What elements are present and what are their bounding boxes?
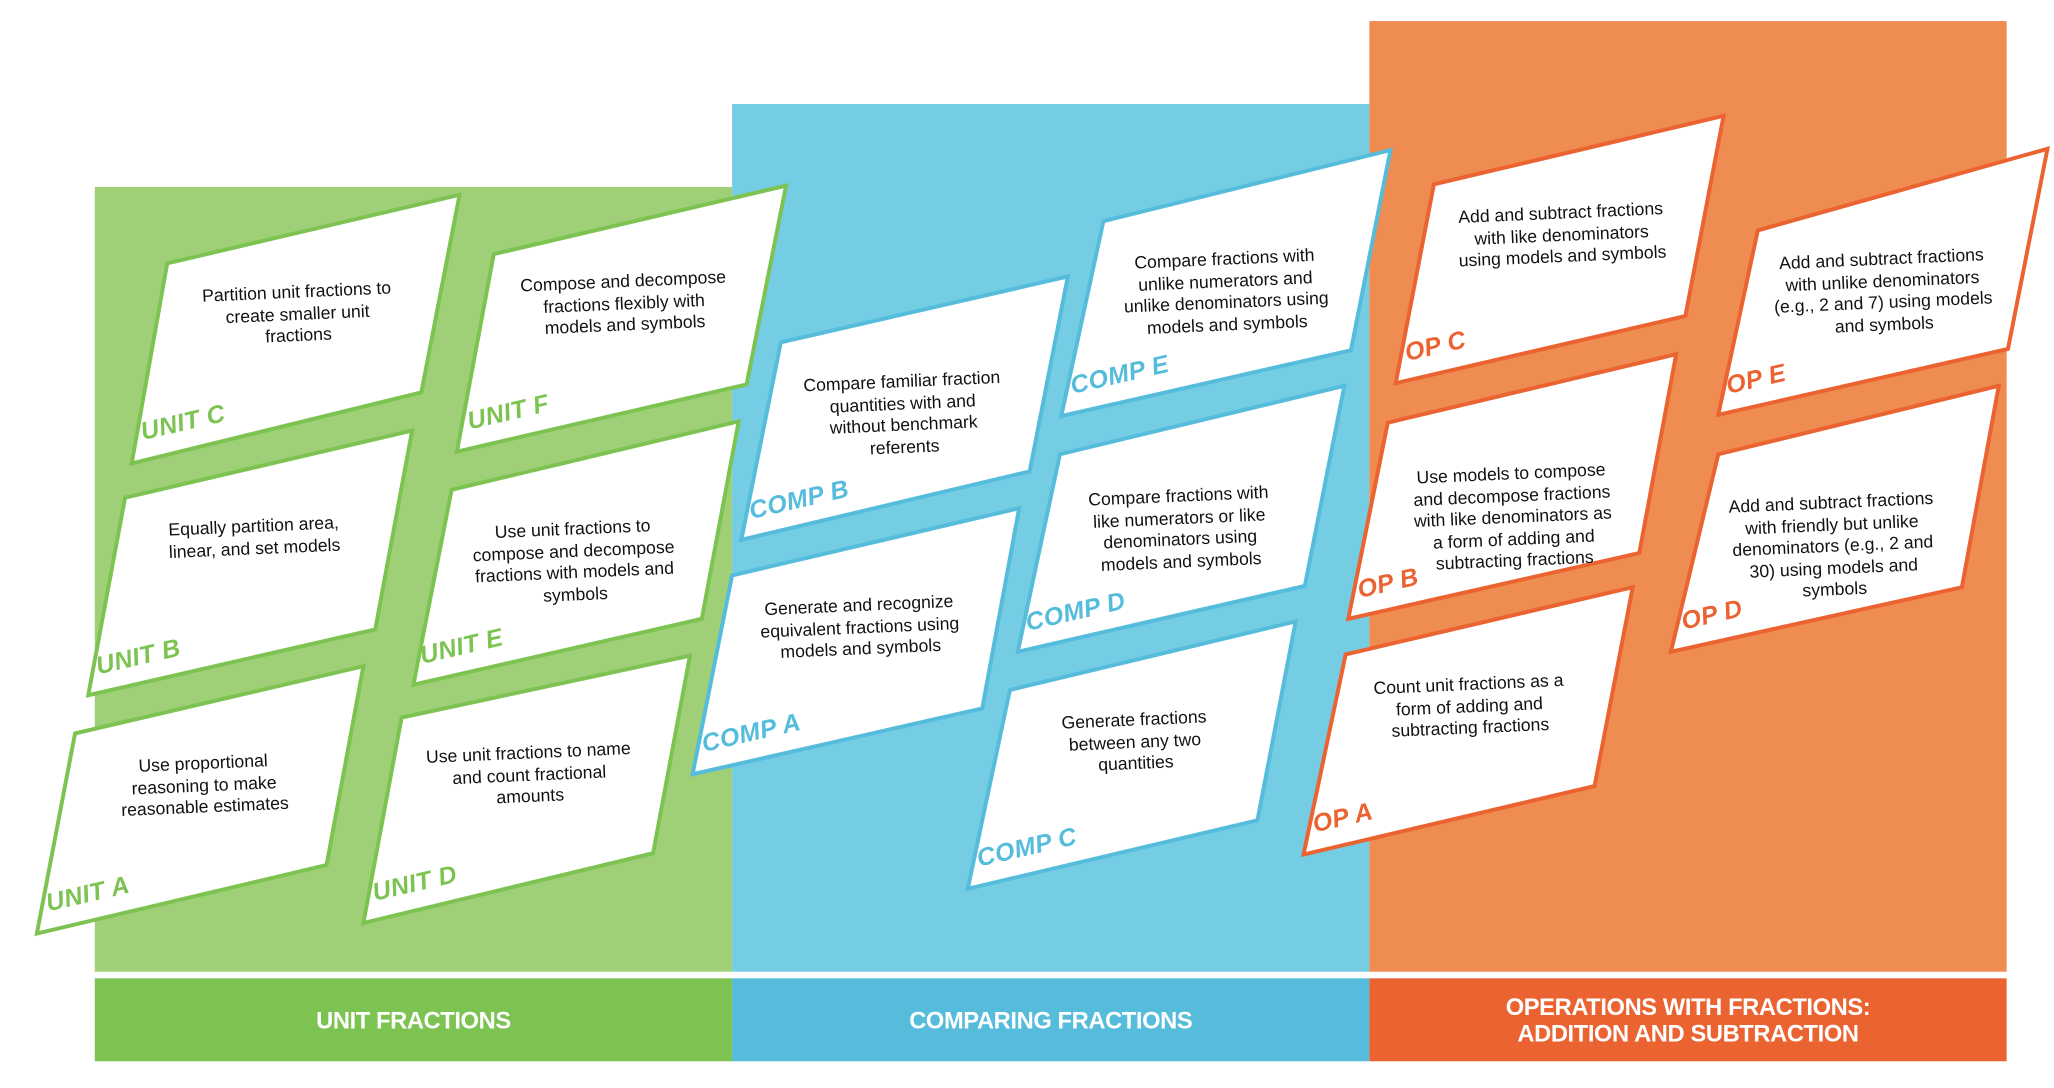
section-title-operations: OPERATIONS WITH FRACTIONS: ADDITION AND … [1369, 978, 2007, 1062]
card-unit-f [454, 183, 789, 455]
card-unit-a [34, 663, 366, 937]
card-description: Generate and recognize equivalent fracti… [759, 591, 960, 662]
card-description: Use unit fractions to name and count fra… [425, 738, 632, 808]
card-description: Generate fractions between any two quant… [1061, 706, 1207, 775]
section-title-unit-fractions: UNIT FRACTIONS [94, 978, 733, 1062]
card-comp-d [1015, 383, 1347, 655]
card-description: Compare fractions with like numerators o… [1087, 481, 1269, 575]
section-title-comparing-fractions: COMPARING FRACTIONS [732, 978, 1370, 1062]
card-description: Compare fractions with unlike numerators… [1123, 244, 1330, 338]
card-description: Compare familiar fraction quantities wit… [802, 367, 1001, 458]
card-description: Add and subtract fractions with like den… [1457, 198, 1667, 271]
card-unit-c [129, 192, 463, 467]
card-comp-a [690, 505, 1022, 777]
card-op-c [1393, 113, 1727, 386]
card-op-a [1300, 584, 1636, 858]
card-description: Compose and decompose fractions flexibly… [519, 266, 727, 338]
card-description: Add and subtract fractions with unlike d… [1773, 244, 1993, 336]
card-op-b [1345, 351, 1679, 622]
card-comp-c [965, 618, 1299, 892]
card-unit-d [360, 653, 693, 926]
card-unit-b [85, 427, 415, 698]
card-description: Count unit fractions as a form of adding… [1373, 670, 1564, 741]
card-description: Add and subtract fractions with friendly… [1728, 488, 1934, 601]
card-description: Partition unit fractions to create small… [201, 277, 392, 347]
card-comp-e [1058, 147, 1393, 419]
card-comp-b [738, 273, 1071, 543]
card-unit-e [410, 418, 742, 688]
card-op-d [1668, 383, 2002, 655]
card-description: Use models to compose and decompose frac… [1413, 459, 1613, 574]
card-description: Use proportional reasoning to make reaso… [120, 750, 290, 820]
card-description: Use unit fractions to compose and decomp… [472, 515, 675, 606]
card-op-e [1715, 146, 2051, 418]
